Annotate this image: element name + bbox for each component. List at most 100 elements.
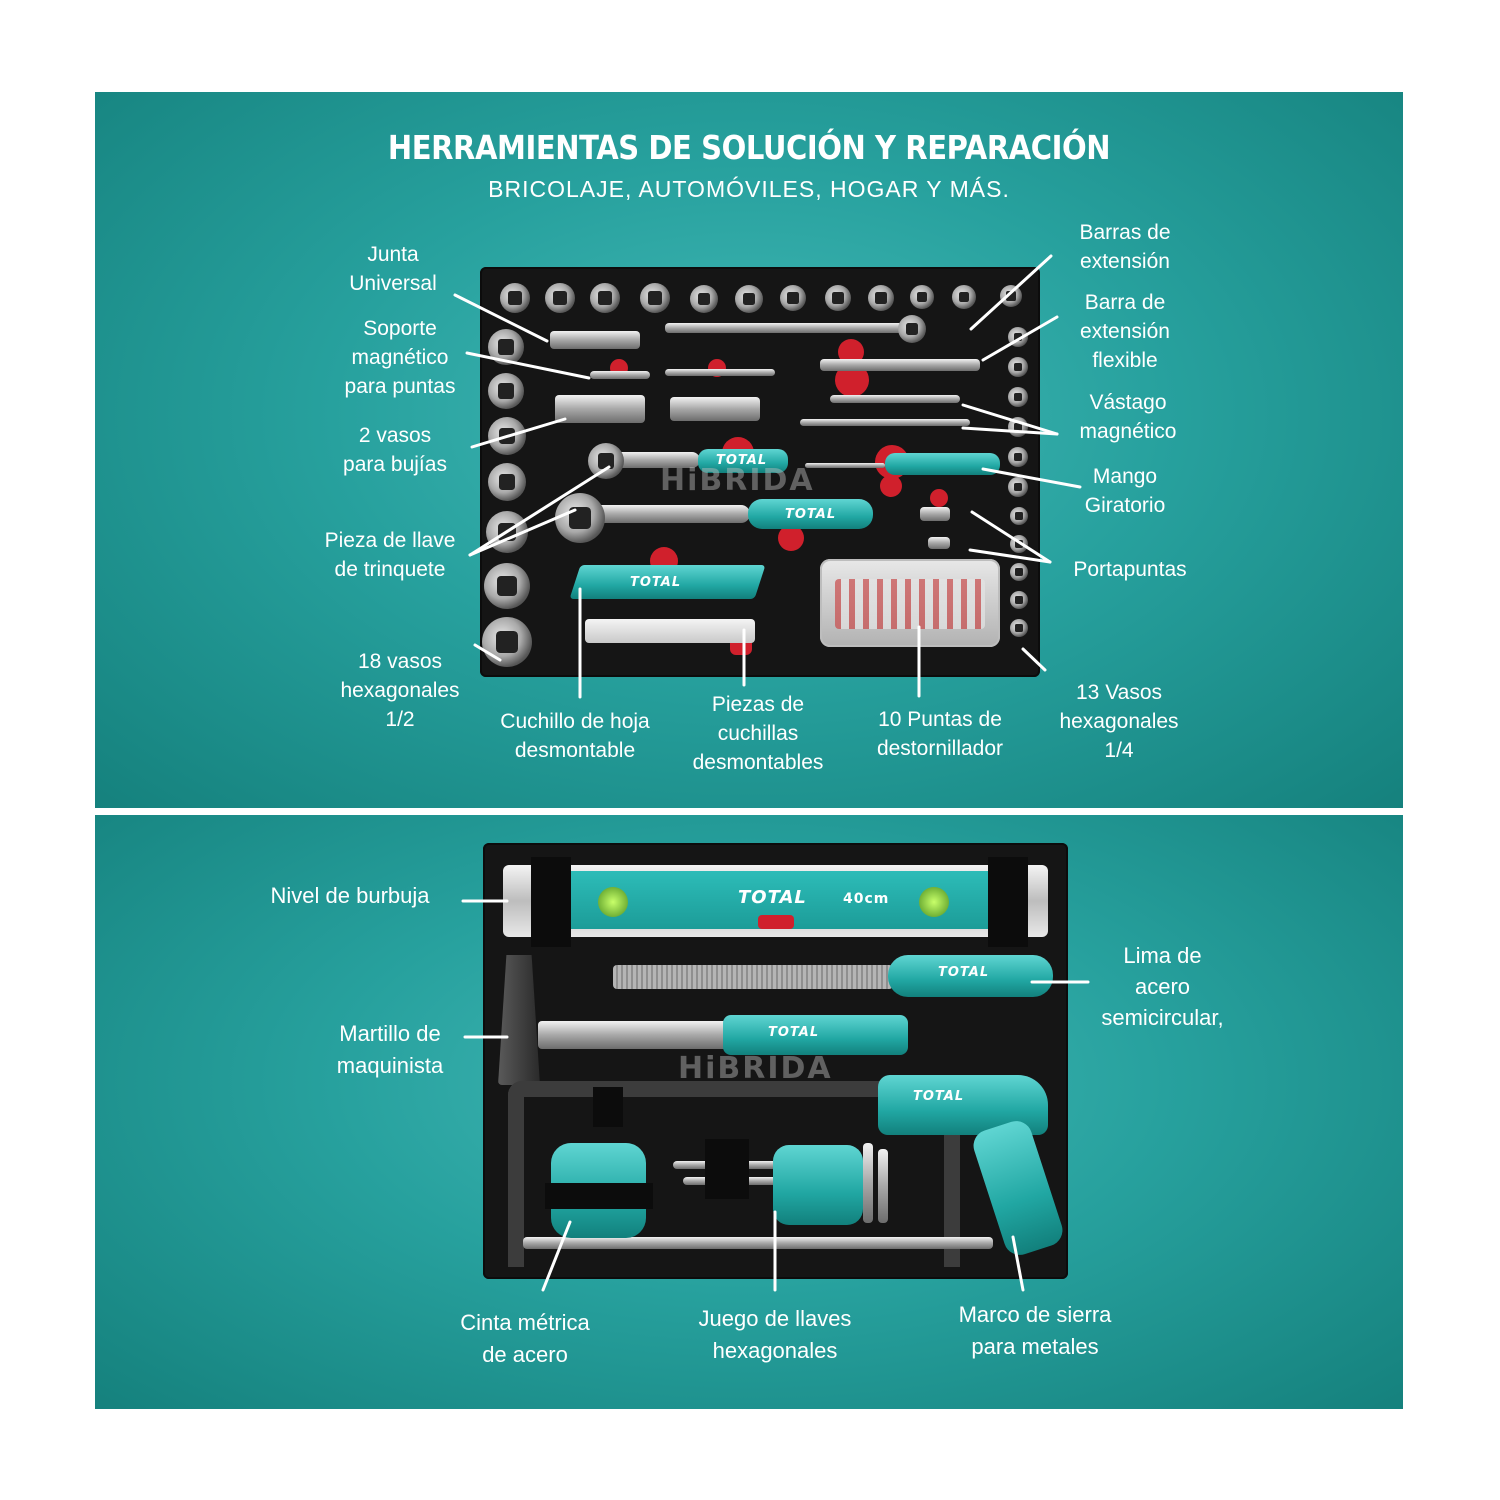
socket-icon (868, 285, 894, 311)
top-panel: HERRAMIENTAS DE SOLUCIÓN Y REPARACIÓN BR… (95, 92, 1403, 808)
label-martillo: Martillo de maquinista (336, 1021, 444, 1078)
socket-icon (545, 283, 575, 313)
label-llaves-hex: Juego de llaves hexagonales (698, 1306, 852, 1363)
label-cuchillo-hoja: Cuchillo de hoja desmontable (500, 710, 650, 762)
brand-label: TOTAL (913, 1089, 965, 1104)
velcro-strap (705, 1139, 749, 1199)
label-cinta-metrica: Cinta métrica de acero (460, 1310, 590, 1367)
extension-bar-head (898, 315, 926, 343)
socket-icon (590, 283, 620, 313)
socket-icon (484, 563, 530, 609)
label-puntas-destornillador: 10 Puntas de destornillador (876, 708, 1004, 760)
label-barra-extension-flexible: Barra de extensión flexible (1080, 291, 1170, 372)
t-handle (665, 369, 775, 376)
ratchet-large-handle (748, 499, 873, 529)
velcro-strap (593, 1087, 623, 1127)
brand-label: TOTAL (938, 965, 990, 980)
label-portapuntas: Portapuntas (1073, 558, 1187, 581)
socket-icon (952, 285, 976, 309)
socket-icon (500, 283, 530, 313)
spinner-handle (885, 453, 1000, 475)
blade-pack (585, 619, 755, 643)
label-piezas-cuchillas: Piezas de cuchillas desmontables (692, 693, 824, 774)
velcro-strap (531, 857, 571, 947)
steel-file-handle (888, 955, 1053, 997)
extension-bar (665, 323, 920, 333)
level-vial (598, 887, 628, 917)
label-vasos-bujias: 2 vasos para bujías (343, 424, 447, 476)
bit-box-bits (835, 579, 985, 629)
label-nivel-burbuja: Nivel de burbuja (270, 883, 430, 908)
socket-icon (825, 285, 851, 311)
label-mango-giratorio: Mango Giratorio (1084, 465, 1166, 517)
label-barras-extension: Barras de extensión (1079, 221, 1171, 273)
flexible-extension-bar (820, 359, 980, 371)
socket-icon (1010, 507, 1028, 525)
page-subtitle: BRICOLAJE, AUTOMÓVILES, HOGAR Y MÁS. (488, 176, 1010, 202)
socket-tray: TOTAL TOTAL HiBRIDA TOTAL (480, 267, 1040, 677)
level-size-label: 40cm (843, 891, 890, 907)
spinner-shaft (805, 463, 885, 468)
foam-cutout (880, 475, 902, 497)
watermark: HiBRIDA (678, 1051, 833, 1086)
socket-icon (1008, 357, 1028, 377)
spark-plug-socket (670, 397, 760, 421)
socket-icon (780, 285, 806, 311)
ratchet-large (580, 505, 750, 523)
brand-label: TOTAL (768, 1025, 820, 1040)
label-vasos-hex-14: 13 Vasos hexagonales 1/4 (1059, 681, 1179, 762)
magnetic-shank (830, 395, 960, 403)
socket-icon (1008, 477, 1028, 497)
socket-icon (735, 285, 763, 313)
hex-key (863, 1143, 873, 1223)
magnetic-shank (800, 419, 970, 426)
brand-label: TOTAL (630, 575, 682, 590)
label-vastago-magnetico: Vástago magnético (1079, 391, 1177, 443)
label-lima: Lima de acero semicircular, (1101, 943, 1224, 1030)
universal-joint (550, 331, 640, 349)
hex-key-holder (773, 1145, 863, 1225)
ratchet-head (555, 493, 605, 543)
brand-label: TOTAL (716, 453, 768, 468)
label-marco-sierra: Marco de sierra para metales (958, 1302, 1112, 1359)
spark-plug-socket (555, 395, 645, 423)
socket-icon (690, 285, 718, 313)
hand-tool-tray: TOTAL 40cm TOTAL TOTAL HiBRIDA TOTAL (483, 843, 1068, 1279)
brand-label: TOTAL (738, 887, 807, 908)
socket-icon (1010, 563, 1028, 581)
hacksaw-blade (523, 1237, 993, 1249)
hex-key (878, 1149, 888, 1223)
socket-icon (1008, 387, 1028, 407)
hammer-head (498, 955, 540, 1085)
velcro-strap (988, 857, 1028, 947)
hammer-handle (723, 1015, 908, 1055)
socket-icon (1010, 619, 1028, 637)
steel-file (613, 965, 893, 989)
velcro-strap (545, 1183, 653, 1209)
socket-icon (1000, 285, 1022, 307)
socket-icon (1008, 447, 1028, 467)
level-vial (919, 887, 949, 917)
socket-icon (910, 285, 934, 309)
page-title: HERRAMIENTAS DE SOLUCIÓN Y REPARACIÓN (387, 128, 1111, 167)
label-vasos-hex-12: 18 vasos hexagonales 1/2 (340, 650, 460, 731)
watermark: HiBRIDA (660, 463, 815, 498)
label-pieza-llave-trinquete: Pieza de llave de trinquete (324, 529, 456, 581)
label-soporte-magnetico: Soporte magnético para puntas (344, 317, 456, 398)
callout-lines (453, 254, 1082, 699)
ratchet-head (588, 443, 624, 479)
label-junta-universal: Junta Universal (349, 243, 437, 295)
bit-holder (928, 537, 950, 549)
hammer-handle-shaft (538, 1021, 728, 1049)
bottom-panel: TOTAL 40cm TOTAL TOTAL HiBRIDA TOTAL (95, 815, 1403, 1409)
magnetic-bit-holder (590, 371, 650, 379)
level-vial (758, 915, 794, 929)
bit-holder (920, 507, 950, 521)
foam-cutout (930, 489, 948, 507)
ratchet-small-handle (698, 449, 788, 473)
socket-icon (488, 463, 526, 501)
socket-icon (640, 283, 670, 313)
socket-icon (1010, 591, 1028, 609)
brand-label: TOTAL (785, 507, 837, 522)
callout-lines (461, 899, 1090, 1292)
